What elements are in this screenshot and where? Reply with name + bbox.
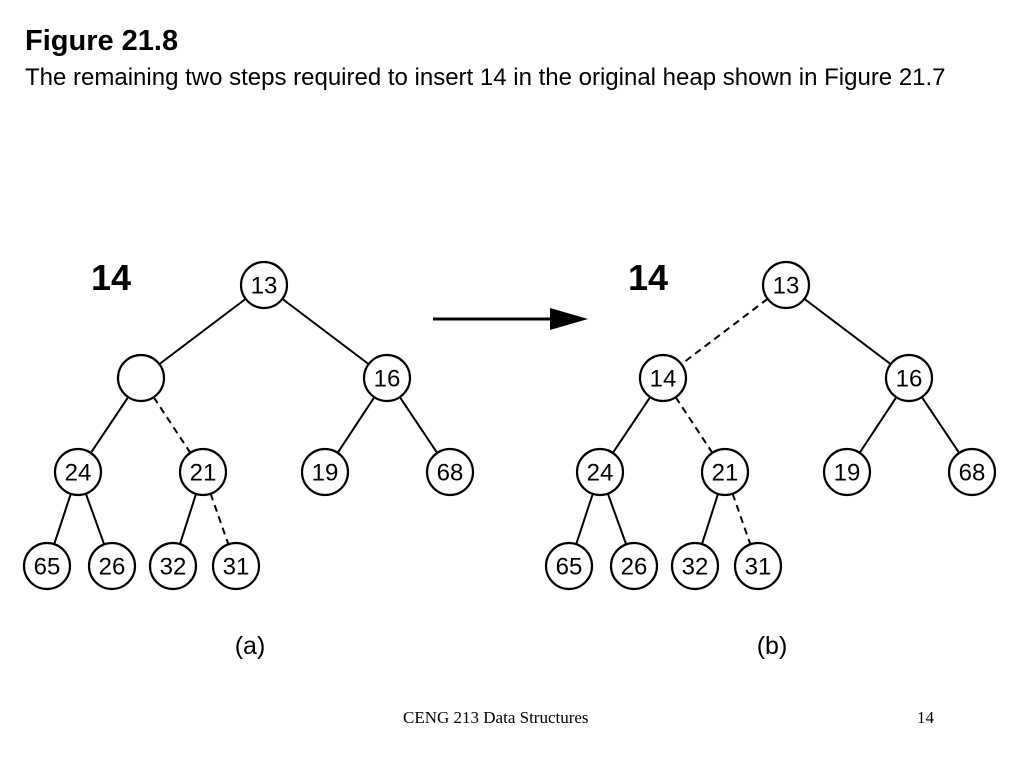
node-value-lrl-a: 32 [160, 554, 187, 581]
node-lrl-b [670, 541, 720, 591]
inserting-value-a: 14 [91, 257, 131, 298]
node-ll-a [53, 447, 103, 497]
node-lr-b [700, 447, 750, 497]
edge-ll-llr-a [84, 493, 106, 545]
panel-label-b: (b) [757, 632, 788, 660]
node-l-b [638, 353, 688, 403]
node-value-l-b: 14 [650, 366, 677, 393]
edge-l-ll-b [611, 396, 652, 454]
edge-lr-lrr-b [731, 493, 752, 545]
edge-r-rl-b [858, 396, 898, 454]
node-value-lrr-a: 31 [223, 554, 250, 581]
node-value-r-b: 16 [896, 366, 923, 393]
node-value-rl-b: 19 [834, 460, 861, 487]
node-llr-b [609, 541, 659, 591]
edge-r-rl-a [336, 396, 376, 454]
node-value-lr-b: 21 [712, 460, 739, 487]
edge-l-lr-b [674, 396, 714, 454]
edge-r-rr-b [920, 396, 961, 454]
node-lrr-a [211, 541, 261, 591]
node-r-b [884, 353, 934, 403]
node-value-ll-a: 24 [65, 460, 92, 487]
inserting-value-b: 14 [628, 257, 668, 298]
heap-tree-b: 13 14 16 24 21 19 68 65 26 32 31 [544, 260, 997, 591]
heap-tree-a: 13 16 24 21 19 68 65 26 32 31 [22, 260, 475, 591]
node-rr-b [947, 447, 997, 497]
slide-caption: The remaining two steps required to inse… [25, 64, 946, 91]
node-rl-a [300, 447, 350, 497]
node-value-rr-a: 68 [437, 460, 464, 487]
edge-root-r-a [281, 298, 370, 365]
node-value-llr-b: 26 [621, 554, 648, 581]
edge-l-lr-a [152, 396, 192, 454]
edge-lr-lrl-a [179, 493, 197, 545]
arrow-head-icon [550, 308, 588, 330]
footer-course: CENG 213 Data Structures [403, 708, 589, 727]
node-lr-a [178, 447, 228, 497]
node-rl-b [822, 447, 872, 497]
edge-root-l-b [680, 298, 769, 365]
node-value-rl-a: 19 [312, 460, 339, 487]
node-value-lll-a: 65 [34, 554, 61, 581]
edge-ll-lll-b [575, 493, 594, 545]
edge-root-l-a [158, 298, 247, 365]
slide-title: Figure 21.8 [25, 25, 179, 57]
edge-root-r-b [803, 298, 892, 365]
edge-r-rr-a [398, 396, 439, 454]
node-lrl-a [148, 541, 198, 591]
edge-lr-lrl-b [701, 493, 719, 545]
node-value-root-b: 13 [773, 273, 800, 300]
panel-b: 14 13 14 16 24 21 19 68 65 26 32 31 (b) [544, 257, 997, 660]
node-rr-a [425, 447, 475, 497]
edge-ll-llr-b [606, 493, 628, 545]
panel-a: 14 13 16 24 21 19 68 65 26 32 31 (a) [22, 257, 475, 660]
node-llr-a [87, 541, 137, 591]
footer-page-number: 14 [917, 708, 934, 727]
panel-label-a: (a) [235, 632, 266, 660]
node-root-b [761, 260, 811, 310]
edge-l-ll-a [89, 396, 130, 454]
node-value-lll-b: 65 [556, 554, 583, 581]
node-value-r-a: 16 [374, 366, 401, 393]
node-l-a [116, 353, 166, 403]
node-value-llr-a: 26 [99, 554, 126, 581]
heap-diagram: 14 13 16 24 21 19 68 65 26 32 31 (a) 14 13 14 16 24 2… [22, 257, 997, 660]
transition-arrow [433, 308, 588, 330]
node-value-lrr-b: 31 [745, 554, 772, 581]
node-value-lrl-b: 32 [682, 554, 709, 581]
node-value-rr-b: 68 [959, 460, 986, 487]
node-root-a [239, 260, 289, 310]
edge-lr-lrr-a [209, 493, 230, 545]
node-lll-b [544, 541, 594, 591]
node-value-root-a: 13 [251, 273, 278, 300]
node-lrr-b [733, 541, 783, 591]
node-ll-b [575, 447, 625, 497]
node-r-a [362, 353, 412, 403]
edge-ll-lll-a [53, 493, 72, 545]
node-lll-a [22, 541, 72, 591]
node-value-lr-a: 21 [190, 460, 217, 487]
node-value-ll-b: 24 [587, 460, 614, 487]
